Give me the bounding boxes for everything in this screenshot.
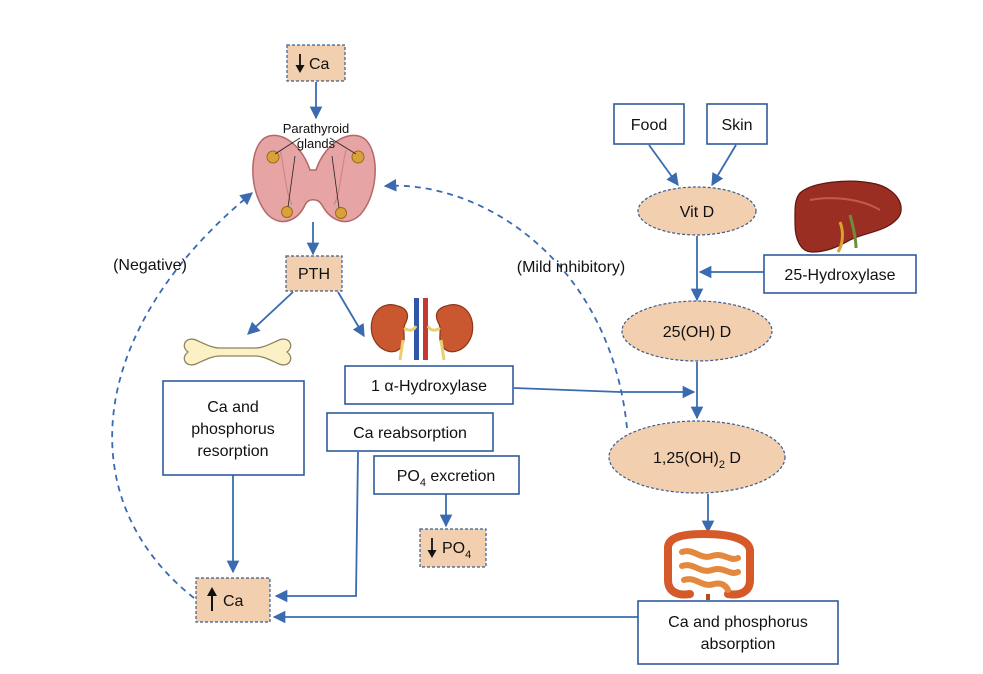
arrow-reabsorption-to-high-ca (274, 451, 359, 603)
vit-d-node: Vit D (637, 186, 757, 236)
pth-node: PTH (285, 255, 343, 292)
high-ca-label: Ca (223, 593, 244, 610)
skin-label: Skin (721, 117, 752, 134)
skin-node: Skin (706, 103, 768, 145)
25-hydroxylase-node: 25-Hydroxylase (763, 254, 917, 294)
125ohd-node: 1,25(OH)2 D (608, 420, 786, 494)
text-line: absorption (701, 636, 776, 653)
arrows (111, 82, 764, 624)
po4-excretion-label: PO4 excretion (397, 468, 496, 489)
ca-reabsorption-node: Ca reabsorption (326, 412, 494, 452)
25-hydroxylase-label: 25-Hydroxylase (784, 267, 895, 284)
food-node: Food (613, 103, 685, 145)
arrow-mild-inhibitory-feedback (383, 179, 628, 429)
text-line: resorption (197, 443, 268, 460)
arrow-alpha-hydroxylase-to-path (513, 385, 696, 399)
low-ca-node: Ca (286, 44, 346, 82)
text-line: glands (297, 136, 336, 151)
bone-icon (183, 338, 292, 366)
arrow-pth-to-bone (247, 291, 294, 335)
text-line: Ca and phosphorus (668, 614, 808, 631)
ca-phos-resorption-node: Ca and phosphorus resorption (162, 380, 305, 476)
arrow-food-to-vitd (648, 144, 679, 187)
arrow-skin-to-vitd (711, 144, 737, 187)
kidney-icon (370, 298, 474, 361)
negative-feedback-label: (Negative) (113, 257, 187, 274)
mild-inhibitory-label: (Mild inhibitory) (517, 259, 625, 276)
125ohd-label: 1,25(OH)2 D (653, 450, 741, 471)
pth-label: PTH (298, 266, 330, 283)
low-po4-node: PO4 (419, 528, 487, 568)
ca-phos-resorption-label: Ca and phosphorus resorption (191, 399, 275, 460)
25ohd-label: 25(OH) D (663, 324, 731, 341)
text-line: Ca and (207, 399, 259, 416)
ca-phos-absorption-node: Ca and phosphorus absorption (637, 600, 839, 665)
text-line: Parathyroid (283, 121, 349, 136)
text-line: phosphorus (191, 421, 275, 438)
25ohd-node: 25(OH) D (621, 300, 773, 362)
arrow-pth-to-kidney (337, 291, 365, 338)
liver-icon (794, 180, 902, 253)
alpha-hydroxylase-node: 1 α-Hydroxylase (344, 365, 514, 405)
low-po4-label: PO4 (442, 540, 471, 561)
high-ca-node: Ca (195, 577, 271, 623)
arrow-down-icon (427, 538, 437, 558)
food-label: Food (631, 117, 667, 134)
ca-reabsorption-label: Ca reabsorption (353, 425, 467, 442)
po4-excretion-node: PO4 excretion (373, 455, 520, 495)
intestine-icon (664, 529, 754, 600)
thyroid-icon (252, 134, 376, 223)
arrow-negative-feedback (111, 192, 253, 599)
vit-d-label: Vit D (680, 204, 714, 221)
arrow-up-icon (207, 587, 217, 611)
arrow-down-icon (295, 54, 305, 73)
ca-phos-absorption-label: Ca and phosphorus absorption (668, 614, 808, 653)
low-ca-label: Ca (309, 56, 330, 73)
alpha-hydroxylase-label: 1 α-Hydroxylase (371, 378, 487, 395)
